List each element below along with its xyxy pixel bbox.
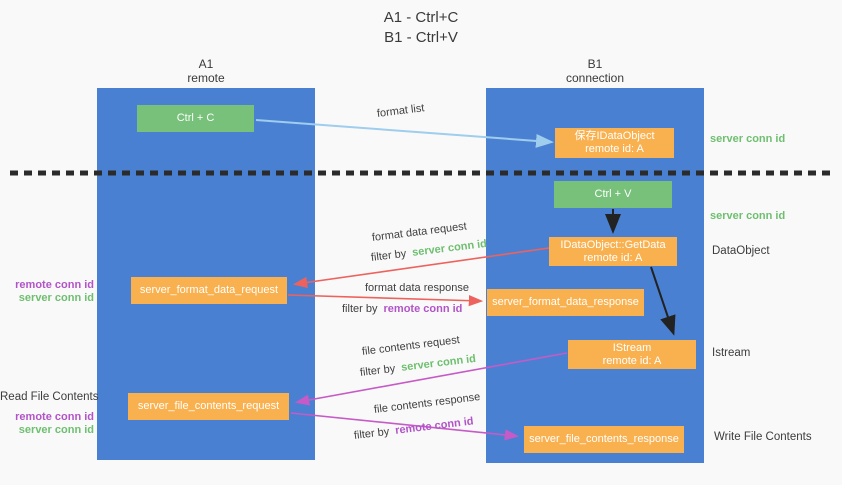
read-file-contents-label: Read File Contents — [0, 391, 99, 403]
filter-by-server-conn-id-label-file: filter by server conn id — [359, 353, 476, 379]
server-file-contents-response-label: server_file_contents_response — [529, 433, 679, 445]
remote-conn-id-key: remote conn id — [383, 303, 463, 315]
server-format-data-request-label: server_format_data_request — [139, 284, 279, 296]
column-a-name: A1 — [198, 57, 214, 71]
getdata-line1: IDataObject::GetData — [560, 238, 666, 251]
getdata-line2: remote id: A — [583, 251, 643, 264]
file-conn-id-stack: Read File Contents remote conn id server… — [0, 391, 99, 437]
filter-by-text: filter by — [359, 362, 396, 379]
dataobject-label: DataObject — [712, 245, 770, 257]
server-format-data-response-label: server_format_data_response — [492, 296, 639, 308]
format-data-response-arrow — [287, 294, 484, 307]
file-contents-request-flow-label: file contents request — [361, 334, 461, 358]
server-conn-id-label-format: server conn id — [18, 292, 94, 304]
format-data-response-flow-label: format data response — [365, 282, 469, 294]
diagram-title: A1 - Ctrl+C B1 - Ctrl+V — [0, 8, 842, 48]
remote-conn-id-label-file: remote conn id — [15, 411, 94, 423]
ctrl-c-node: Ctrl + C — [137, 105, 254, 132]
ctrl-c-label: Ctrl + C — [176, 112, 215, 124]
istream-node: IStream remote id: A — [568, 340, 696, 369]
title-line-2: B1 - Ctrl+V — [384, 29, 458, 46]
ctrl-v-label: Ctrl + V — [594, 188, 632, 200]
istream-line1: IStream — [612, 341, 652, 354]
server-conn-id-label-top: server conn id — [710, 133, 786, 145]
column-a-header: A1 remote — [97, 57, 315, 85]
server-file-contents-request-node: server_file_contents_request — [128, 393, 289, 420]
server-conn-id-label-mid: server conn id — [710, 210, 786, 222]
server-conn-id-key: server conn id — [411, 237, 488, 259]
filter-by-text: filter by — [353, 425, 390, 442]
save-dataobject-line2: remote id: A — [585, 143, 644, 155]
server-conn-id-label-file: server conn id — [18, 424, 94, 436]
column-a-role: remote — [187, 71, 225, 85]
istream-label: Istream — [712, 347, 751, 359]
save-dataobject-node: 保存IDataObject remote id: A — [555, 128, 674, 158]
getdata-node: IDataObject::GetData remote id: A — [549, 237, 677, 266]
server-conn-id-key: server conn id — [400, 352, 477, 374]
istream-line2: remote id: A — [602, 354, 662, 367]
filter-by-text: filter by — [342, 303, 378, 315]
filter-by-remote-conn-id-label-format: filter by remote conn id — [342, 303, 462, 315]
title-line-1: A1 - Ctrl+C — [383, 9, 459, 26]
format-conn-id-stack: remote conn id server conn id — [0, 279, 94, 305]
filter-by-remote-conn-id-label-file: filter by remote conn id — [353, 415, 474, 442]
file-contents-response-flow-label: file contents response — [373, 391, 481, 416]
format-list-flow-label: format list — [376, 102, 426, 120]
format-data-request-flow-label: format data request — [371, 220, 468, 244]
server-format-data-response-node: server_format_data_response — [487, 289, 644, 316]
filter-by-text: filter by — [370, 247, 407, 264]
server-file-contents-response-node: server_file_contents_response — [524, 426, 684, 453]
column-b-name: B1 — [587, 57, 603, 71]
column-b-role: connection — [565, 71, 625, 85]
write-file-contents-label: Write File Contents — [714, 431, 812, 443]
server-format-data-request-node: server_format_data_request — [131, 277, 287, 304]
ctrl-v-node: Ctrl + V — [554, 181, 672, 208]
remote-conn-id-key: remote conn id — [394, 415, 475, 437]
server-file-contents-request-label: server_file_contents_request — [137, 400, 280, 412]
remote-conn-id-label-format: remote conn id — [15, 279, 94, 291]
column-b-header: B1 connection — [486, 57, 704, 85]
save-dataobject-line1: 保存IDataObject — [574, 130, 655, 142]
